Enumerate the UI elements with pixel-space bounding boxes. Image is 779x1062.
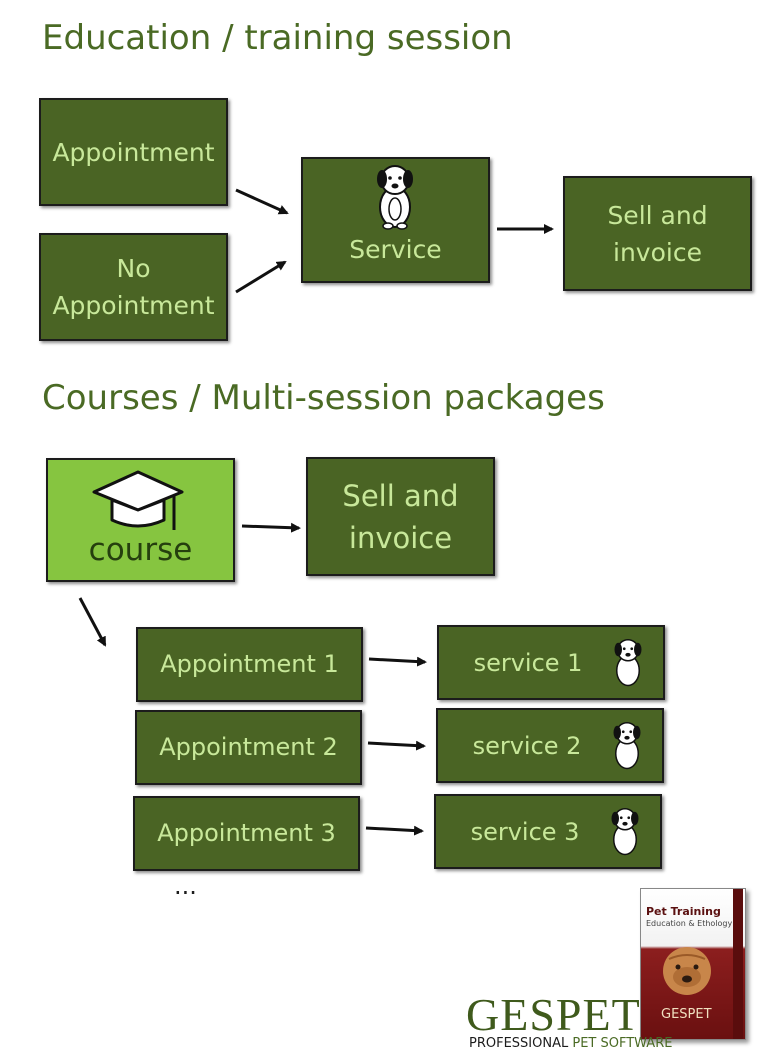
service-1-box: service 1 (437, 625, 665, 700)
service-label: Service (349, 235, 442, 264)
service-1-label: service 1 (473, 649, 583, 677)
arrow-icon (78, 597, 107, 647)
course-sell-invoice-label-line2: invoice (348, 520, 453, 555)
sharpei-dog-icon (663, 947, 711, 995)
sell-invoice-label-line2: invoice (613, 237, 702, 267)
course-label: course (88, 532, 193, 568)
arrow-icon (367, 740, 426, 751)
appointment-label: Appointment (52, 137, 215, 167)
arrow-icon (235, 188, 289, 215)
no-appointment-box: No Appointment (39, 233, 228, 341)
appointment-box: Appointment (39, 98, 228, 206)
service-3-label: service 3 (470, 818, 580, 846)
dog-icon (614, 639, 642, 687)
product-brand: GESPET (661, 1007, 712, 1022)
sell-invoice-box: Sell and invoice (563, 176, 752, 291)
graduation-cap-icon (92, 470, 184, 530)
dog-icon (613, 722, 641, 770)
course-sell-invoice-label-line1: Sell and (342, 478, 459, 513)
course-sell-invoice-box: Sell and invoice (306, 457, 495, 576)
more-appointments-ellipsis: ... (174, 872, 197, 900)
no-appointment-label-line1: No (116, 254, 151, 283)
dog-icon (377, 165, 413, 230)
arrow-icon (235, 260, 287, 294)
product-box-spine (733, 889, 743, 1039)
brand-tagline: PROFESSIONAL PET SOFTWARE (469, 1036, 672, 1051)
product-box-image: Pet Training Education & Ethology GESPET (640, 888, 746, 1040)
logo-ges: GES (466, 989, 556, 1040)
appointment-1-box: Appointment 1 (136, 627, 363, 702)
logo-pet: PET (555, 989, 641, 1040)
tagline-part1: PROFESSIONAL (469, 1036, 573, 1051)
service-3-box: service 3 (434, 794, 662, 869)
product-subtitle: Education & Ethology (646, 919, 733, 928)
service-box: Service (301, 157, 490, 283)
appointment-2-box: Appointment 2 (135, 710, 362, 785)
tagline-part2: PET SOFTWARE (572, 1036, 673, 1051)
section-heading-courses: Courses / Multi-session packages (42, 378, 605, 418)
gespet-logo: GESPET (466, 988, 641, 1041)
appointment-1-label: Appointment 1 (160, 650, 339, 678)
appointment-3-box: Appointment 3 (133, 796, 360, 871)
dog-icon (611, 808, 639, 856)
no-appointment-label-line2: Appointment (52, 291, 215, 320)
course-box: course (46, 458, 235, 582)
service-2-label: service 2 (472, 732, 582, 760)
arrow-icon (365, 825, 424, 836)
service-2-box: service 2 (436, 708, 664, 783)
appointment-2-label: Appointment 2 (159, 733, 338, 761)
arrow-icon (368, 656, 427, 667)
section-heading-education: Education / training session (42, 18, 513, 58)
arrow-icon (241, 522, 301, 533)
sell-invoice-label-line1: Sell and (607, 200, 708, 230)
product-title: Pet Training (646, 905, 721, 918)
appointment-3-label: Appointment 3 (157, 819, 336, 847)
